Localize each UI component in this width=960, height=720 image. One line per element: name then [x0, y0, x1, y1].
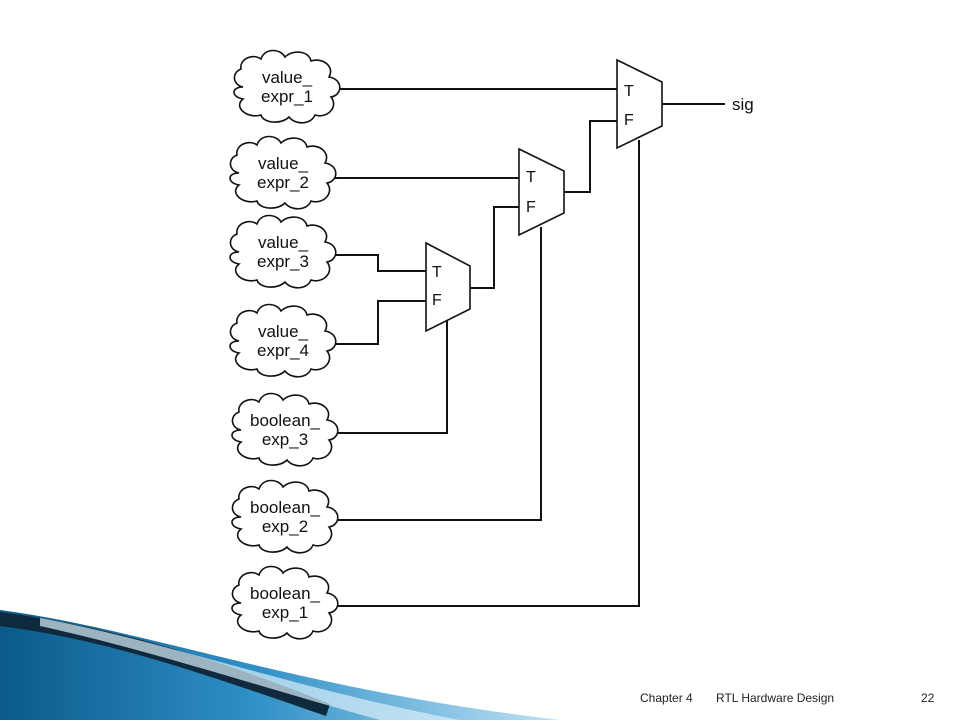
- cloud-line2: exp_1: [262, 603, 308, 622]
- mux-2-false-label: F: [526, 199, 536, 216]
- output-label: sig: [732, 95, 754, 114]
- cloud-value-expr-2: value_ expr_2: [229, 135, 337, 210]
- cloud-value-expr-4: value_ expr_4: [229, 303, 337, 378]
- mux-3-false-label: F: [432, 292, 442, 309]
- wires: [334, 88, 725, 607]
- cloud-value-expr-1: value_ expr_1: [233, 49, 341, 124]
- mux-1: T F: [616, 58, 663, 150]
- cloud-line1: value_: [262, 68, 313, 87]
- cloud-line1: boolean_: [250, 498, 321, 517]
- slide-decoration: [0, 610, 560, 720]
- mux-2-true-label: T: [526, 169, 536, 186]
- cloud-line2: expr_1: [261, 87, 313, 106]
- cloud-line2: expr_3: [257, 252, 309, 271]
- cloud-line1: value_: [258, 322, 309, 341]
- cloud-line1: boolean_: [250, 411, 321, 430]
- cloud-line2: expr_4: [257, 341, 309, 360]
- cloud-line1: boolean_: [250, 584, 321, 603]
- cloud-line2: exp_2: [262, 517, 308, 536]
- cloud-line2: expr_2: [257, 173, 309, 192]
- cloud-line2: exp_3: [262, 430, 308, 449]
- cloud-boolean-exp-3: boolean_ exp_3: [231, 392, 339, 467]
- footer-page-number: 22: [921, 691, 935, 705]
- mux-1-true-label: T: [624, 83, 634, 100]
- cloud-boolean-exp-2: boolean_ exp_2: [231, 479, 339, 554]
- cloud-boolean-exp-1: boolean_ exp_1: [231, 565, 339, 640]
- mux-1-false-label: F: [624, 112, 634, 129]
- cloud-value-expr-3: value_ expr_3: [229, 214, 337, 289]
- footer-chapter: Chapter 4: [640, 691, 693, 705]
- cloud-line1: value_: [258, 154, 309, 173]
- mux-3-true-label: T: [432, 264, 442, 281]
- mux-2: T F: [518, 147, 565, 237]
- mux-3: T F: [425, 241, 471, 333]
- cloud-line1: value_: [258, 233, 309, 252]
- footer-title: RTL Hardware Design: [716, 691, 835, 705]
